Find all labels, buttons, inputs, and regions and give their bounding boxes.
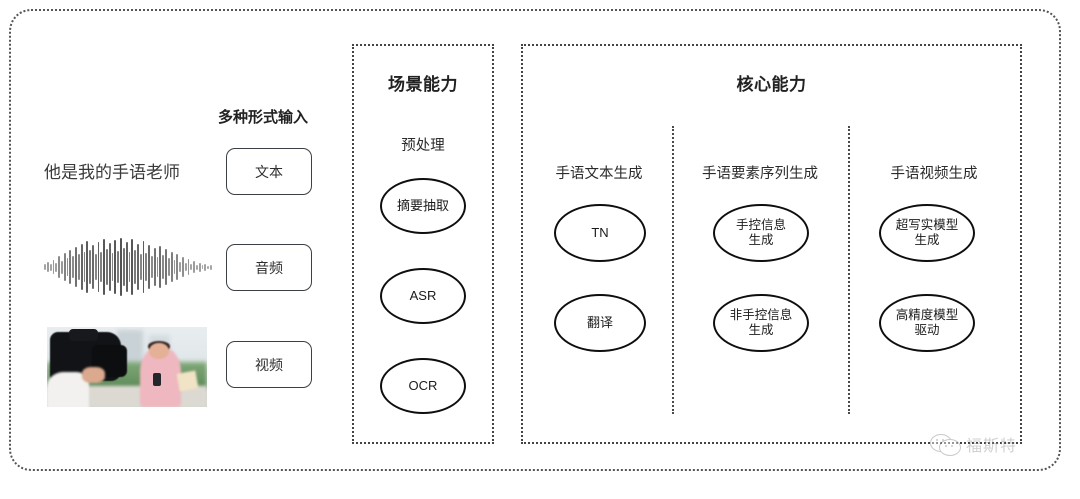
input-modality-text-button[interactable]: 文本 — [226, 148, 312, 195]
core-column-divider-2 — [848, 126, 850, 414]
scene-node-ocr[interactable]: OCR — [380, 358, 466, 414]
core-node-manual-info[interactable]: 手控信息生成 — [713, 204, 809, 262]
watermark: 福斯特 — [930, 432, 1017, 456]
watermark-brand: 福斯特 — [966, 438, 1018, 455]
waveform-icon — [44, 236, 212, 298]
input-modality-video-button[interactable]: 视频 — [226, 341, 312, 388]
wechat-icon — [930, 434, 961, 456]
core-node-hyperreal-model[interactable]: 超写实模型生成 — [879, 204, 975, 262]
input-modality-audio-button[interactable]: 音频 — [226, 244, 312, 291]
scene-group-label: 预处理 — [401, 138, 445, 154]
scene-capability-panel: 场景能力 预处理 摘要抽取 ASR OCR — [352, 44, 494, 444]
core-node-nonmanual-info[interactable]: 非手控信息生成 — [713, 294, 809, 352]
core-capability-panel: 核心能力 手语文本生成 TN 翻译 手语要素序列生成 手控信息生成 非手控信息生… — [521, 44, 1022, 444]
input-section-heading: 多种形式输入 — [218, 109, 309, 126]
core-column-label-video-generation: 手语视频生成 — [890, 166, 978, 182]
scene-node-summary[interactable]: 摘要抽取 — [380, 178, 466, 234]
scene-panel-title: 场景能力 — [388, 75, 458, 94]
core-column-label-text-generation: 手语文本生成 — [555, 166, 643, 182]
core-panel-title: 核心能力 — [736, 75, 807, 94]
scene-node-asr[interactable]: ASR — [380, 268, 466, 324]
video-thumbnail-icon — [47, 327, 207, 407]
core-column-divider-1 — [672, 126, 674, 414]
core-node-translation[interactable]: 翻译 — [554, 294, 646, 352]
sample-text-chinese: 他是我的手语老师 — [44, 163, 180, 182]
core-column-label-element-sequence: 手语要素序列生成 — [702, 166, 818, 182]
core-node-highprecision-model[interactable]: 高精度模型驱动 — [879, 294, 975, 352]
core-node-tn[interactable]: TN — [554, 204, 646, 262]
